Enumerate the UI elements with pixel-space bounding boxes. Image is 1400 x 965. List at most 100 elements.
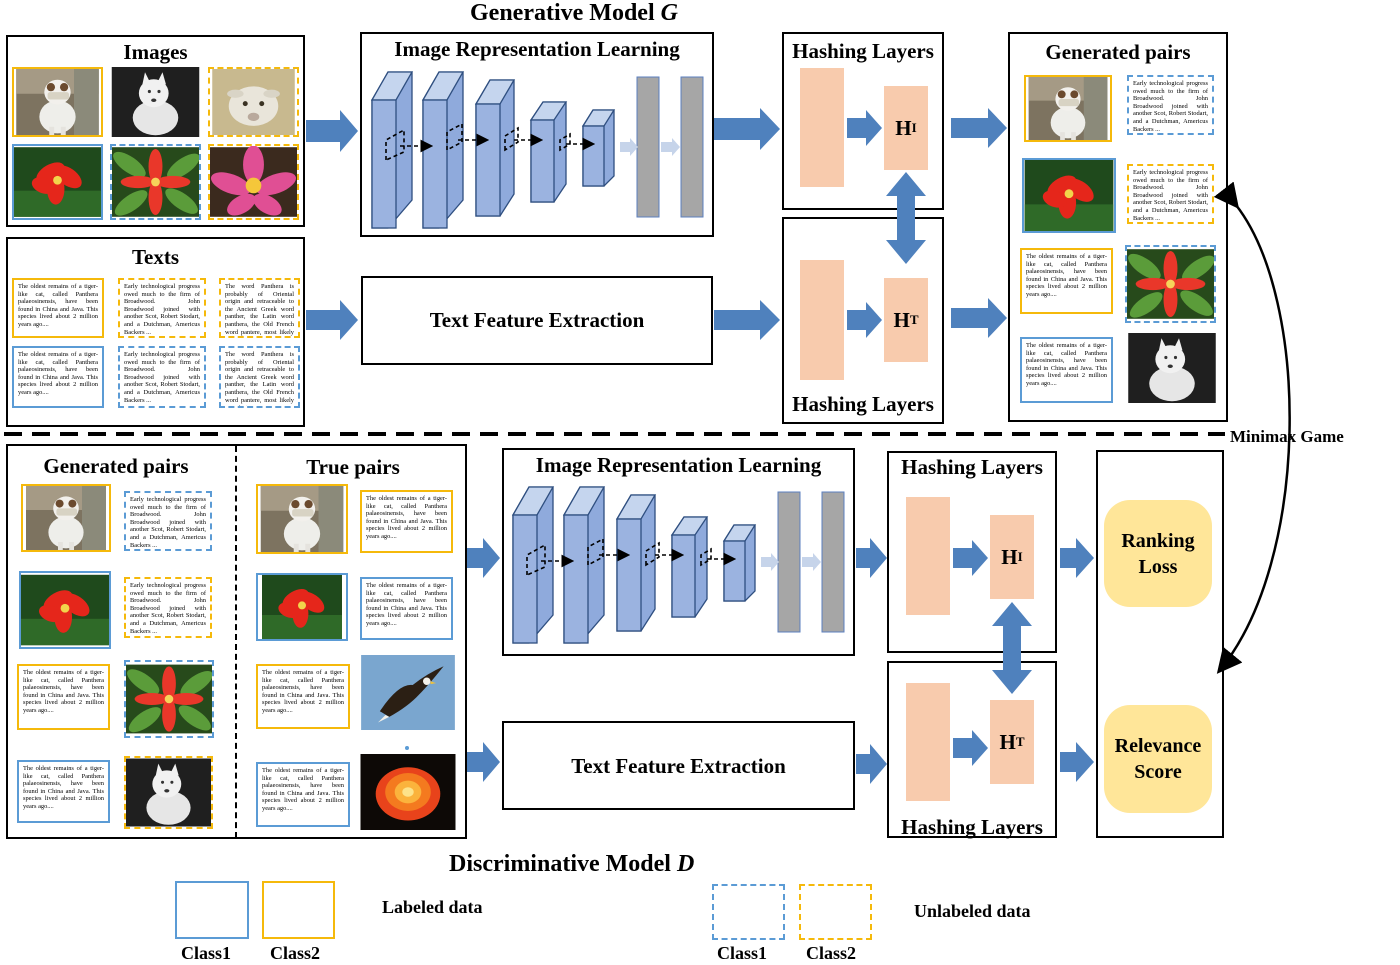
white-wolf-photo <box>124 756 213 829</box>
generative-text-feature-box <box>361 276 713 365</box>
hash-code-block-text <box>884 278 928 362</box>
text-doc: Early technological progress owed much t… <box>118 278 206 338</box>
discriminative-cnn-layers <box>511 486 845 644</box>
generative-model-title: Generative Model G <box>470 0 678 26</box>
hash-code-block-text <box>990 700 1034 784</box>
dog-photo <box>21 484 111 552</box>
text-doc: Early technological progress owed much t… <box>1127 75 1214 135</box>
hash-feature-block <box>906 497 950 615</box>
red-flower-photo <box>1022 158 1116 233</box>
arrow-right <box>306 110 358 152</box>
generative-hashing-bottom-title: Hashing Layers <box>792 392 934 416</box>
red-leaf-flower-photo <box>110 144 201 220</box>
text-doc: The oldest remains of a tiger-like cat, … <box>12 346 104 408</box>
discriminative-text-feature-box <box>502 721 855 810</box>
arrow-right <box>714 108 780 150</box>
red-flower-photo <box>19 571 111 649</box>
goat-photo <box>208 67 299 137</box>
legend-class1-labeled-swatch <box>175 881 249 939</box>
legend-unlabeled-label: Unlabeled data <box>914 901 1031 921</box>
generative-text-feature-label: Text Feature Extraction <box>429 308 645 332</box>
arrow-bidirectional <box>886 172 926 264</box>
dog-photo <box>256 484 348 554</box>
hash-code-block-image <box>990 515 1034 599</box>
arrow-right <box>856 744 887 784</box>
legend-class1-unlabeled-swatch <box>712 884 785 940</box>
legend-class1-label: Class1 <box>181 943 232 963</box>
text-doc: The oldest remains of a tiger-like cat, … <box>12 278 104 338</box>
red-flower-photo <box>256 573 348 641</box>
discriminative-text-feature-label: Text Feature Extraction <box>571 754 786 778</box>
discriminative-hashing-bottom-title: Hashing Layers <box>901 815 1043 839</box>
pairs-divider <box>235 446 237 838</box>
flow-arrows <box>306 108 1094 784</box>
pink-lily-photo <box>208 144 299 220</box>
dog-photo <box>12 67 103 137</box>
text-doc: The oldest remains of a tiger-like cat, … <box>360 490 453 553</box>
text-doc: The word Panthera is probably of Orienta… <box>219 346 300 408</box>
images-title: Images <box>123 40 188 64</box>
discriminative-hashing-top-title: Hashing Layers <box>901 455 1043 479</box>
ranking-loss-node: Ranking Loss <box>1104 500 1212 607</box>
arrow-right <box>951 108 1007 148</box>
dog-photo <box>1024 75 1112 142</box>
generative-generated-pairs-title: Generated pairs <box>1045 40 1191 64</box>
arrow-right <box>306 300 358 340</box>
text-doc: The oldest remains of a tiger-like cat, … <box>256 762 350 827</box>
arrow-right <box>847 110 882 146</box>
minimax-game-label: Minimax Game <box>1230 427 1344 446</box>
generative-irl-title: Image Representation Learning <box>394 37 680 61</box>
arrow-right <box>714 300 780 340</box>
discriminative-generated-pairs-title: Generated pairs <box>43 454 189 478</box>
arrow-right <box>1060 742 1094 782</box>
text-doc: The oldest remains of a tiger-like cat, … <box>17 664 110 730</box>
red-flower-photo <box>12 144 103 220</box>
text-doc: The oldest remains of a tiger-like cat, … <box>1020 248 1113 314</box>
legend-labeled-label: Labeled data <box>382 897 483 917</box>
hash-feature-block <box>906 683 950 801</box>
text-doc: Early technological progress owed much t… <box>124 491 212 551</box>
red-leaf-flower-photo <box>124 660 214 738</box>
arrow-right <box>1060 538 1094 578</box>
text-doc: Early technological progress owed much t… <box>124 577 212 638</box>
legend-class2-label: Class2 <box>270 943 321 963</box>
text-doc: The oldest remains of a tiger-like cat, … <box>1020 337 1113 403</box>
legend-class2-label: Class2 <box>806 943 857 963</box>
arrow-right <box>951 298 1007 338</box>
arrow-right <box>847 302 882 338</box>
arrow-right <box>953 730 988 766</box>
generative-hashing-top-title: Hashing Layers <box>792 39 934 63</box>
relevance-score-node: Relevance Score <box>1104 705 1212 813</box>
arrow-bidirectional <box>992 602 1032 694</box>
fc-layer <box>821 491 845 633</box>
text-doc: Early technological progress owed much t… <box>1127 164 1214 224</box>
true-pairs-title: True pairs <box>306 455 400 479</box>
fc-layer <box>636 76 660 218</box>
texts-title: Texts <box>131 245 180 269</box>
discriminative-irl-title: Image Representation Learning <box>535 453 822 477</box>
legend-class2-labeled-swatch <box>262 881 335 939</box>
text-doc: The oldest remains of a tiger-like cat, … <box>256 664 350 729</box>
arrow-right <box>467 538 500 578</box>
arrow-right <box>953 540 988 576</box>
text-doc: The oldest remains of a tiger-like cat, … <box>17 760 110 823</box>
fc-layer <box>777 491 801 633</box>
minimax-curve <box>1213 181 1291 674</box>
text-doc: Early technological progress owed much t… <box>118 346 206 408</box>
discriminative-model-title: Discriminative Model D <box>449 851 695 877</box>
hash-feature-block <box>800 260 844 380</box>
hash-feature-block <box>800 68 844 187</box>
legend-class2-unlabeled-swatch <box>799 884 872 940</box>
generative-cnn-layers <box>370 71 704 229</box>
text-doc: The word Panthera is probably of Orienta… <box>219 278 300 338</box>
arrow-right <box>856 538 887 578</box>
text-doc: The oldest remains of a tiger-like cat, … <box>360 577 453 640</box>
legend-class1-label: Class1 <box>717 943 768 963</box>
hash-code-block-image <box>884 86 928 170</box>
arrow-right <box>467 742 500 782</box>
